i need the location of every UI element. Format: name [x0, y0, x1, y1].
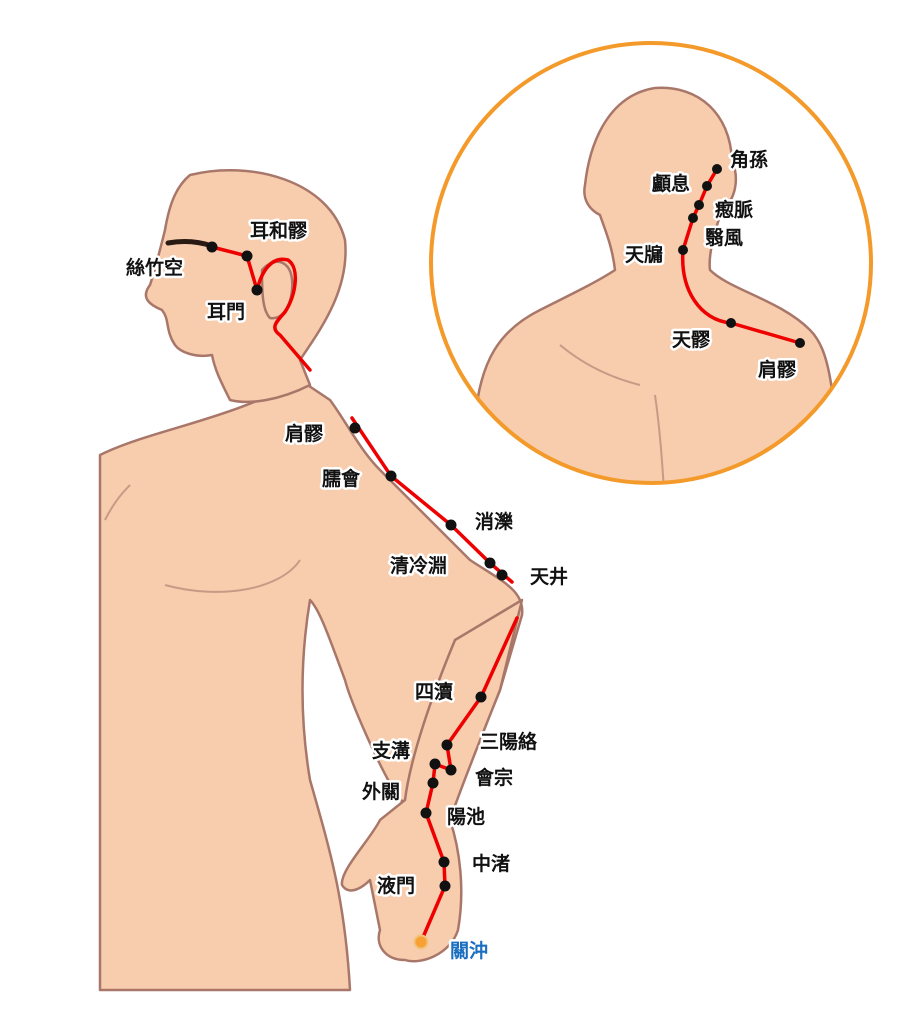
- svg-text:顱息: 顱息: [651, 172, 690, 195]
- svg-text:臑會: 臑會: [322, 467, 361, 490]
- svg-text:角孫: 角孫: [730, 148, 768, 171]
- svg-text:會宗: 會宗: [475, 766, 513, 789]
- svg-text:天井: 天井: [530, 566, 568, 588]
- svg-text:耳和髎: 耳和髎: [250, 219, 308, 242]
- point-tianjing: 天井: [496, 564, 571, 591]
- meridian-forearm: [419, 616, 519, 944]
- point-naohui: 臑會: [320, 465, 397, 493]
- point-zhongzhu: 中渚: [438, 850, 513, 878]
- point-zhigou: 支溝: [369, 737, 441, 770]
- point-jianliao-inset: 肩髎: [756, 338, 805, 384]
- point-guanchong-start: 關沖: [413, 934, 491, 965]
- svg-text:翳風: 翳風: [705, 227, 743, 249]
- inset-back: [468, 86, 842, 483]
- torso: [98, 378, 524, 992]
- point-jiaosun: 角孫: [712, 146, 771, 174]
- svg-text:三陽絡: 三陽絡: [480, 730, 538, 753]
- svg-text:瘛脈: 瘛脈: [714, 198, 753, 221]
- point-waiguan: 外關: [360, 777, 439, 806]
- svg-text:絲竹空: 絲竹空: [126, 256, 183, 279]
- svg-text:消濼: 消濼: [475, 510, 513, 533]
- svg-text:中渚: 中渚: [472, 852, 510, 875]
- point-tianliao: 天髎: [670, 318, 736, 354]
- point-qinglengyuan: 清冷淵: [388, 552, 496, 580]
- head-neck: [144, 168, 347, 404]
- svg-text:天牖: 天牖: [625, 243, 663, 266]
- point-huizong: 會宗: [445, 764, 516, 792]
- point-yangchi: 陽池: [420, 803, 488, 831]
- point-yemen: 液門: [375, 872, 451, 900]
- svg-text:陽池: 陽池: [447, 805, 485, 828]
- svg-text:關沖: 關沖: [450, 939, 488, 962]
- svg-text:肩髎: 肩髎: [758, 358, 797, 381]
- svg-text:支溝: 支溝: [371, 739, 410, 762]
- point-tianyou: 天牖: [623, 241, 688, 269]
- point-jianliao: 肩髎: [283, 420, 361, 448]
- main-points: 絲竹空 耳和髎 耳門 肩髎 臑會 消濼 清冷淵 天井 四瀆 三陽絡 支溝 會宗 …: [124, 217, 571, 965]
- inset-border: [429, 41, 873, 485]
- point-erheliao: 耳和髎: [241, 217, 311, 262]
- point-xiaoluo: 消濼: [445, 508, 516, 536]
- point-yifeng: 翳風: [688, 213, 746, 252]
- svg-text:外關: 外關: [362, 780, 400, 803]
- svg-text:肩髎: 肩髎: [285, 422, 324, 445]
- point-sidu: 四瀆: [413, 679, 487, 706]
- svg-text:液門: 液門: [377, 874, 415, 897]
- svg-text:耳門: 耳門: [207, 301, 245, 323]
- meridian-head: [210, 245, 312, 372]
- inset-points: 角孫 顱息 瘛脈 翳風 天牖 天髎 肩髎: [623, 146, 805, 384]
- svg-text:清冷淵: 清冷淵: [390, 554, 447, 577]
- point-sizhukong: 絲竹空: [124, 241, 218, 282]
- point-chimai: 瘛脈: [694, 196, 756, 224]
- body-figure: [98, 168, 524, 992]
- svg-text:四瀆: 四瀆: [415, 681, 453, 703]
- point-sanyangluo: 三陽絡: [441, 728, 541, 756]
- point-luxi: 顱息: [649, 170, 712, 198]
- svg-text:天髎: 天髎: [672, 329, 711, 351]
- inset-back-view: [429, 41, 873, 485]
- point-ermen: 耳門: [205, 284, 263, 326]
